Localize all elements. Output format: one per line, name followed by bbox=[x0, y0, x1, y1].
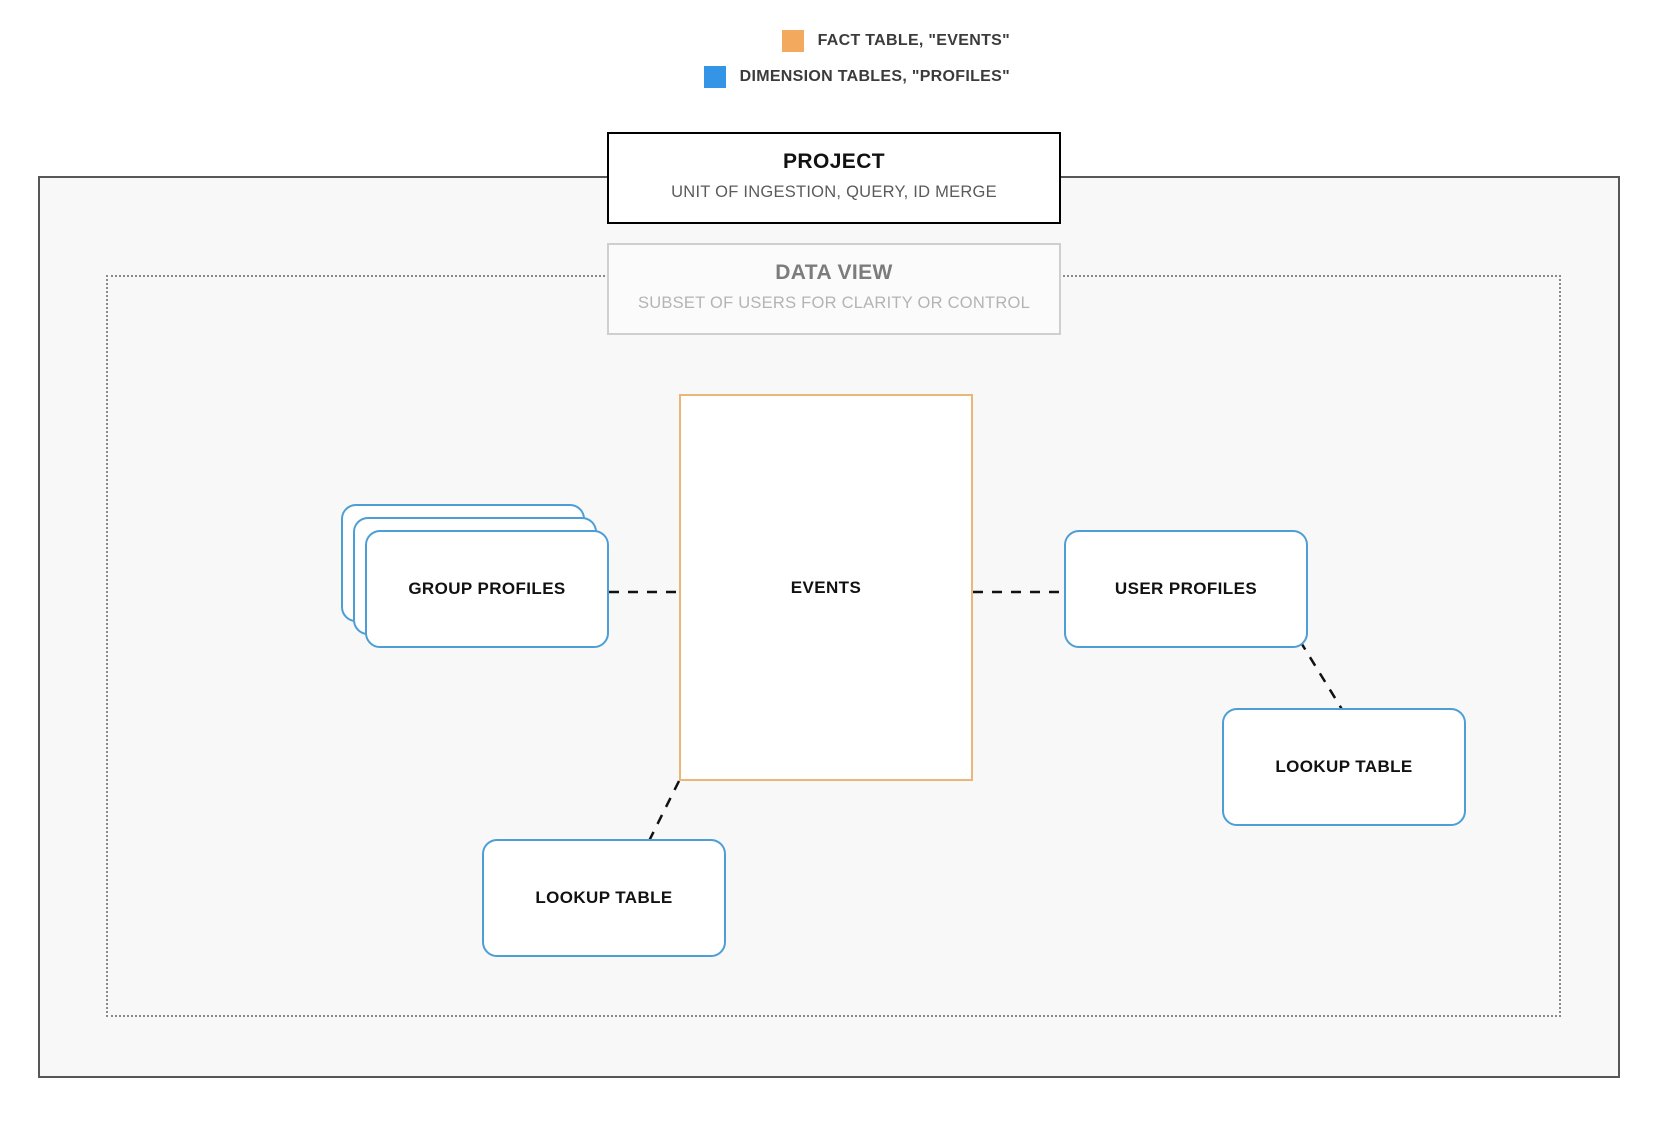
node-group-profiles-label: GROUP PROFILES bbox=[408, 579, 566, 598]
node-lookup-table-right-label: LOOKUP TABLE bbox=[1275, 757, 1413, 776]
legend-label-fact-table: FACT TABLE, "EVENTS" bbox=[817, 32, 1010, 49]
legend-item-dimension-tables: DIMENSION TABLES, "PROFILES" bbox=[703, 66, 1010, 88]
square-swatch-icon bbox=[703, 66, 726, 88]
project-card[interactable]: PROJECT UNIT OF INGESTION, QUERY, ID MER… bbox=[607, 132, 1061, 224]
node-user-profiles[interactable]: USER PROFILES bbox=[1064, 530, 1308, 648]
node-lookup-table-left[interactable]: LOOKUP TABLE bbox=[482, 839, 726, 957]
node-lookup-table-right[interactable]: LOOKUP TABLE bbox=[1222, 708, 1466, 826]
square-swatch-icon bbox=[781, 30, 804, 52]
legend-label-dimension-tables: DIMENSION TABLES, "PROFILES" bbox=[739, 68, 1010, 85]
node-group-profiles[interactable]: GROUP PROFILES bbox=[341, 504, 609, 649]
node-lookup-table-left-label: LOOKUP TABLE bbox=[535, 888, 673, 907]
legend: FACT TABLE, "EVENTS" DIMENSION TABLES, "… bbox=[0, 30, 1010, 88]
data-view-subtitle: SUBSET OF USERS FOR CLARITY OR CONTROL bbox=[637, 294, 1031, 312]
node-events-label: EVENTS bbox=[790, 577, 862, 597]
data-view-card[interactable]: DATA VIEW SUBSET OF USERS FOR CLARITY OR… bbox=[607, 243, 1061, 335]
legend-item-fact-table: FACT TABLE, "EVENTS" bbox=[781, 30, 1010, 52]
node-events[interactable]: EVENTS bbox=[679, 394, 973, 781]
project-subtitle: UNIT OF INGESTION, QUERY, ID MERGE bbox=[671, 183, 997, 201]
group-profiles-sheet-front[interactable]: GROUP PROFILES bbox=[365, 530, 609, 648]
data-view-title: DATA VIEW bbox=[775, 261, 893, 284]
node-user-profiles-label: USER PROFILES bbox=[1114, 579, 1258, 598]
project-title: PROJECT bbox=[783, 150, 885, 173]
